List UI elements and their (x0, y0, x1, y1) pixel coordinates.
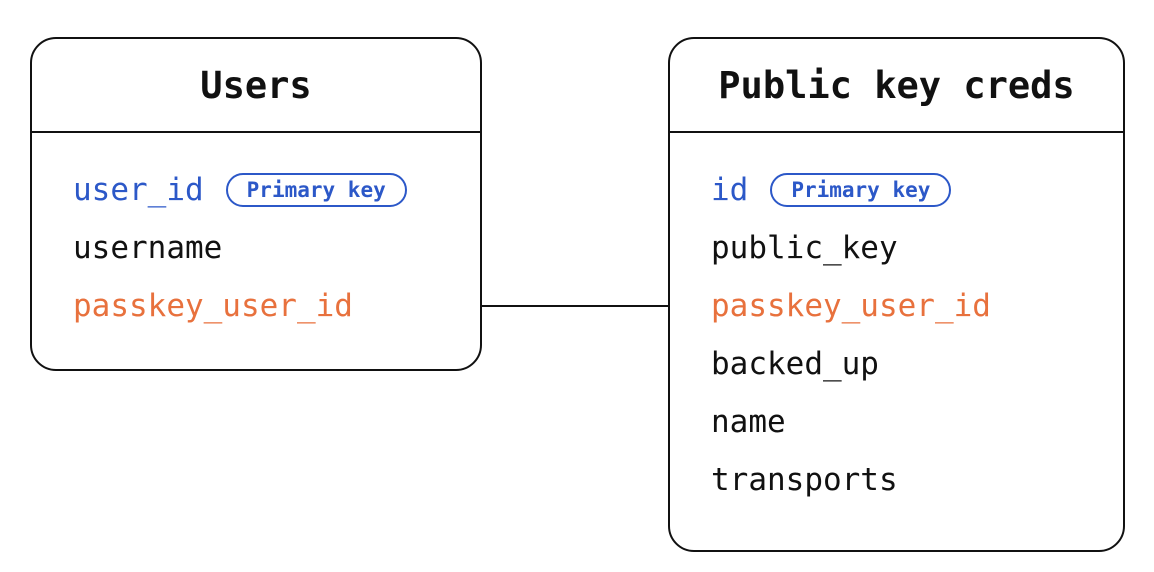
table-public-key-creds-body: id Primary key public_key passkey_user_i… (670, 133, 1123, 509)
table-users-body: user_id Primary key username passkey_use… (32, 133, 480, 335)
field-row-passkey-user-id: passkey_user_id (670, 277, 1123, 335)
table-public-key-creds: Public key creds id Primary key public_k… (668, 37, 1125, 552)
primary-key-badge: Primary key (770, 173, 952, 207)
primary-key-badge: Primary key (225, 173, 407, 207)
field-user-id: user_id (73, 172, 204, 208)
table-public-key-creds-title: Public key creds (718, 63, 1075, 107)
field-backed-up: backed_up (711, 346, 879, 382)
field-row-transports: transports (670, 451, 1123, 509)
field-public-key: public_key (711, 230, 898, 266)
field-row-name: name (670, 393, 1123, 451)
field-passkey-user-id: passkey_user_id (73, 288, 353, 324)
table-users: Users user_id Primary key username passk… (30, 37, 482, 371)
field-passkey-user-id: passkey_user_id (711, 288, 991, 324)
field-name: name (711, 404, 786, 440)
field-row-username: username (32, 219, 480, 277)
table-users-header: Users (32, 39, 480, 133)
field-row-public-key: public_key (670, 219, 1123, 277)
field-row-passkey-user-id: passkey_user_id (32, 277, 480, 335)
table-users-title: Users (200, 63, 312, 107)
relationship-line (482, 305, 668, 307)
field-row-id: id Primary key (670, 161, 1123, 219)
field-username: username (73, 230, 223, 266)
field-row-user-id: user_id Primary key (32, 161, 480, 219)
field-id: id (711, 172, 749, 208)
field-transports: transports (711, 462, 898, 498)
field-row-backed-up: backed_up (670, 335, 1123, 393)
table-public-key-creds-header: Public key creds (670, 39, 1123, 133)
